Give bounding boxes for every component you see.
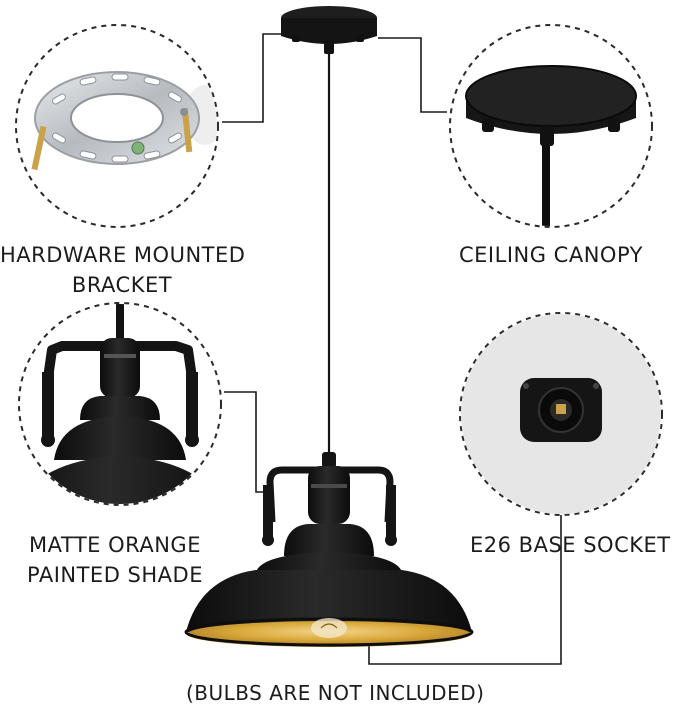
label-shade-line2: PAINTED SHADE (27, 563, 203, 587)
bracket-frame (15, 24, 219, 228)
label-bracket: HARDWARE MOUNTED BRACKET (0, 240, 246, 300)
label-bracket-line2: BRACKET (71, 273, 173, 297)
label-bracket-line1: HARDWARE MOUNTED (0, 243, 246, 267)
shade-frame (18, 302, 222, 506)
dashed-frames (15, 24, 663, 516)
shade-detail-image (20, 304, 220, 504)
socket-frame (459, 312, 663, 516)
socket-image (461, 314, 661, 514)
callout-lines (222, 33, 562, 665)
callout-line-bracket (222, 33, 282, 123)
label-shade: MATTE ORANGE PAINTED SHADE (10, 530, 220, 590)
label-canopy: CEILING CANOPY (459, 243, 643, 267)
label-shade-line1: MATTE ORANGE (29, 533, 201, 557)
footnote-bulbs: (BULBS ARE NOT INCLUDED) (186, 681, 485, 705)
mounting-bracket-image (31, 71, 217, 171)
callout-line-socket (368, 515, 562, 665)
label-socket: E26 BASE SOCKET (470, 533, 671, 557)
canopy-frame (449, 24, 653, 228)
callout-line-canopy (378, 37, 447, 113)
callout-line-shade (224, 391, 272, 493)
pendant-light-image (184, 6, 474, 647)
ceiling-canopy-image (465, 65, 637, 226)
